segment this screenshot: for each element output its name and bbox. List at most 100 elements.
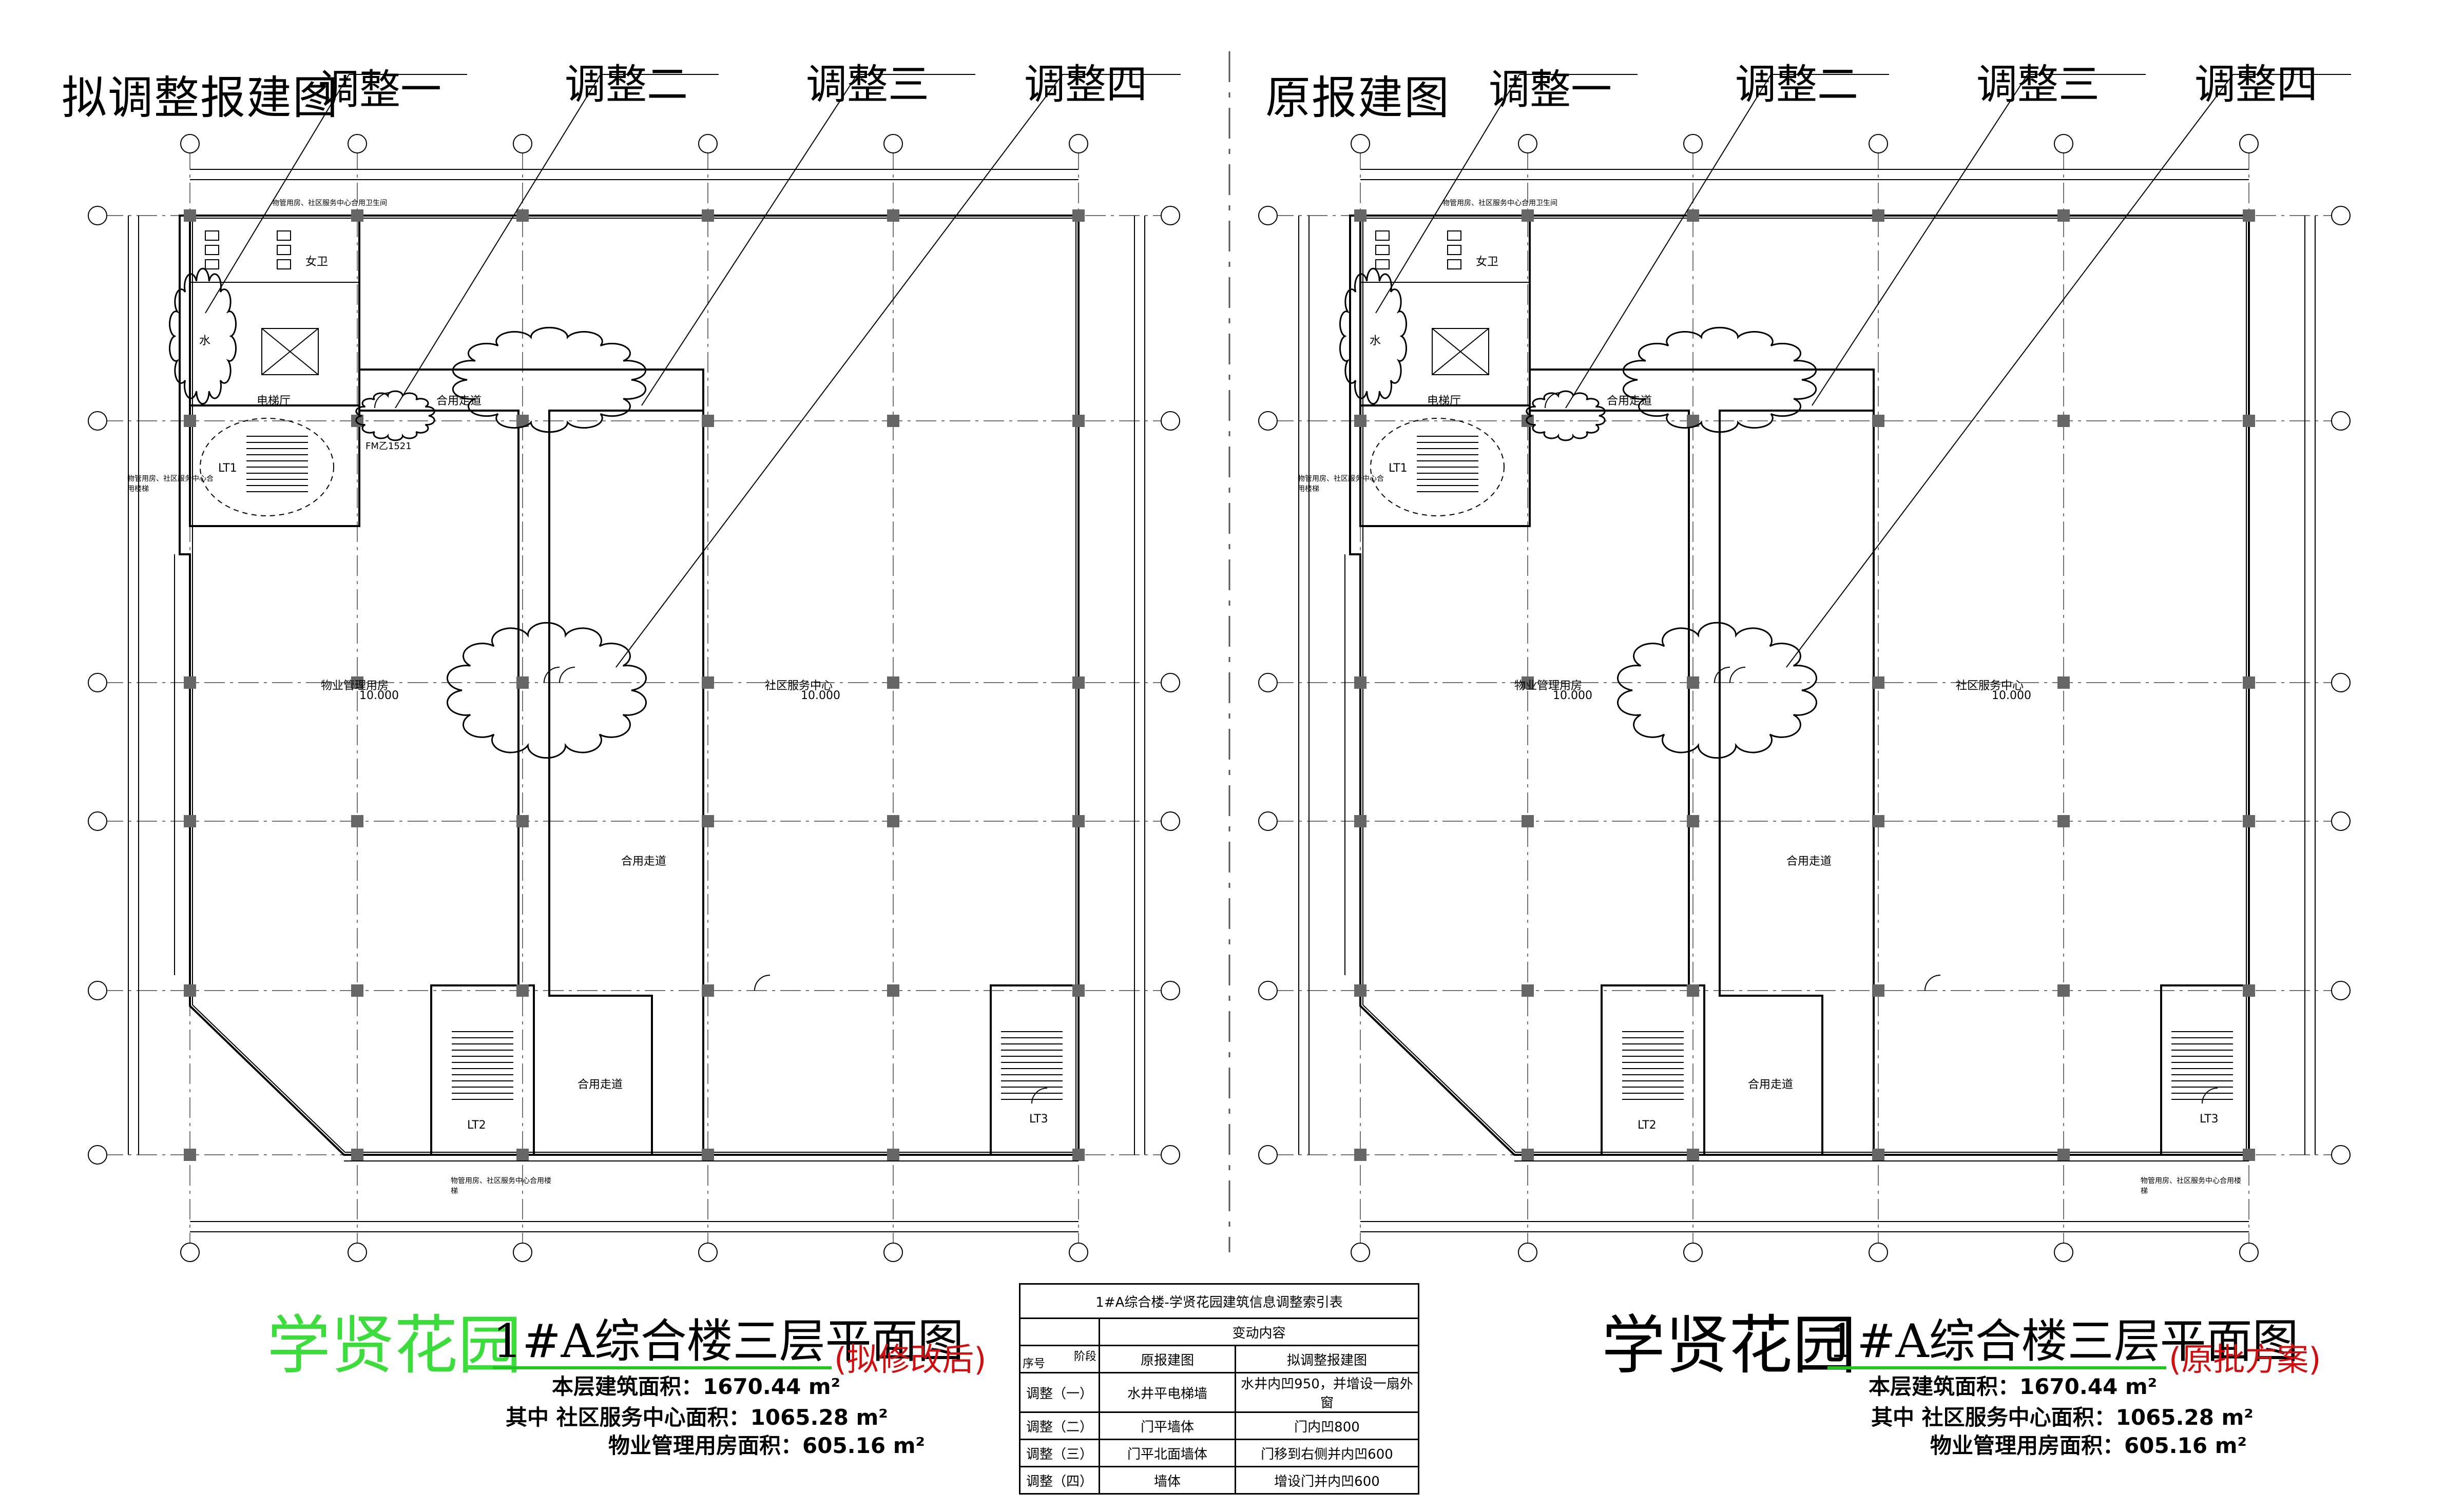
axis-bubble: [2239, 1243, 2259, 1262]
right-room-property-level: 10.000: [1553, 689, 1592, 702]
column: [1522, 209, 1534, 222]
column: [351, 676, 363, 689]
column: [1687, 1149, 1699, 1161]
table-row: 调整（二）门平墙体门内凹800: [1019, 1411, 1419, 1440]
left-lt1-label: LT1: [218, 462, 237, 475]
right-title-underline: [1827, 1366, 2166, 1369]
right-floor-area: 本层建筑面积：1670.44 m²: [1869, 1374, 2158, 1399]
axis-bubble: [883, 134, 903, 153]
axis-bubble: [88, 411, 107, 431]
column: [702, 815, 714, 827]
index-table-title: 1#A综合楼-学贤花园建筑信息调整索引表: [1019, 1283, 1419, 1319]
column: [1354, 1149, 1366, 1161]
column: [184, 209, 196, 222]
left-note-stair: 物管用房、社区服务中心合用楼梯: [127, 475, 214, 493]
column: [2057, 1149, 2070, 1161]
left-corridor-label-3: 合用走道: [578, 1078, 623, 1091]
axis-bubble: [1258, 811, 1278, 831]
column: [2243, 815, 2255, 827]
revision-cloud: [446, 622, 647, 759]
column: [2057, 676, 2070, 689]
left-room-property: 物业管理用房: [321, 680, 389, 692]
table-row: 调整（四）墙体增设门并内凹600: [1019, 1466, 1419, 1495]
column: [351, 1149, 363, 1161]
axis-bubble: [88, 673, 107, 692]
axis-bubble: [883, 1243, 903, 1262]
column: [1872, 815, 1884, 827]
revision-cloud: [1339, 267, 1408, 405]
column: [887, 209, 899, 222]
left-adjust-3-label: 调整三: [806, 61, 929, 108]
revision-cloud: [168, 267, 237, 405]
left-lt3-label: LT3: [1029, 1113, 1048, 1126]
axis-bubble: [2054, 134, 2073, 153]
axis-bubble: [1351, 1243, 1370, 1262]
column: [1354, 815, 1366, 827]
column: [184, 984, 196, 997]
column: [184, 1149, 196, 1161]
index-col-new: 拟调整报建图: [1235, 1345, 1419, 1373]
right-adjust-2-label: 调整二: [1735, 61, 1858, 108]
revision-cloud: [452, 326, 647, 433]
revision-cloud: [1622, 326, 1817, 433]
revision-cloud: [1526, 390, 1606, 441]
adjustment-index-table: 1#A综合楼-学贤花园建筑信息调整索引表 变动内容 序号 阶段 原报建图 拟调整…: [1019, 1283, 1419, 1495]
revision-cloud: [1616, 622, 1818, 759]
left-corridor-label-2: 合用走道: [621, 855, 667, 868]
axis-bubble: [2331, 1145, 2351, 1165]
column: [887, 415, 899, 427]
column: [1354, 415, 1366, 427]
right-adjust-1-label: 调整一: [1489, 66, 1612, 113]
index-col-stage: 阶段: [1073, 1350, 1096, 1363]
axis-bubble: [1258, 981, 1278, 1000]
axis-bubble: [1518, 134, 1537, 153]
column: [887, 815, 899, 827]
column: [887, 676, 899, 689]
column: [1687, 209, 1699, 222]
left-note-stair-2: 物管用房、社区服务中心合用楼梯: [451, 1177, 551, 1195]
axis-bubble: [2054, 1243, 2073, 1262]
right-lt3-label: LT3: [2200, 1113, 2219, 1126]
column: [2243, 1149, 2255, 1161]
right-elevator-hall-label: 电梯厅: [1427, 395, 1461, 408]
axis-bubble: [513, 1243, 532, 1262]
left-adjust-2-label: 调整二: [565, 61, 688, 108]
axis-bubble: [1069, 134, 1088, 153]
axis-bubble: [1869, 1243, 1888, 1262]
column: [1687, 676, 1699, 689]
right-heading: 原报建图: [1265, 71, 1451, 124]
right-corridor-label-2: 合用走道: [1786, 855, 1832, 868]
index-row-1-new: 水井内凹950，并增设一扇外窗: [1235, 1372, 1419, 1413]
column: [184, 815, 196, 827]
column: [2243, 415, 2255, 427]
axis-bubble: [2331, 981, 2351, 1000]
left-adjust-4-label: 调整四: [1024, 61, 1147, 108]
index-row-4-seq: 调整（四）: [1019, 1466, 1100, 1495]
axis-bubble: [180, 134, 200, 153]
column: [1072, 415, 1085, 427]
axis-bubble: [513, 134, 532, 153]
index-col-orig: 原报建图: [1099, 1345, 1236, 1373]
index-row-2-seq: 调整（二）: [1019, 1411, 1100, 1440]
column: [702, 415, 714, 427]
column: [351, 984, 363, 997]
column: [1872, 209, 1884, 222]
axis-bubble: [1161, 206, 1180, 225]
index-row-1-orig: 水井平电梯墙: [1099, 1372, 1236, 1413]
column: [1072, 984, 1085, 997]
axis-bubble: [2331, 673, 2351, 692]
left-title-underline: [493, 1366, 832, 1369]
column: [1687, 815, 1699, 827]
column: [1872, 415, 1884, 427]
right-floor-plan: [1258, 74, 2351, 1262]
column: [516, 676, 529, 689]
left-female-wc-label: 女卫: [305, 256, 329, 268]
axis-bubble: [88, 206, 107, 225]
axis-bubble: [348, 134, 367, 153]
column: [702, 1149, 714, 1161]
column: [1872, 676, 1884, 689]
column: [887, 1149, 899, 1161]
right-note-stair-2: 物管用房、社区服务中心合用楼梯: [2141, 1177, 2241, 1195]
axis-bubble: [1869, 134, 1888, 153]
